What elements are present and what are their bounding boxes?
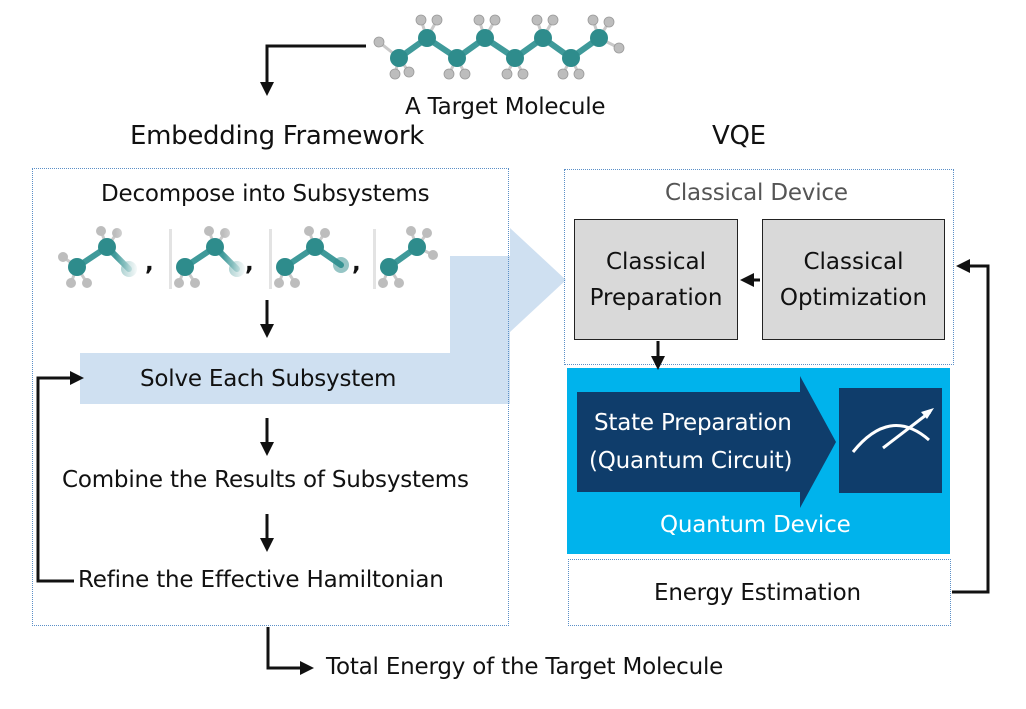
target-molecule-label: A Target Molecule bbox=[405, 94, 606, 120]
combine-label: Combine the Results of Subsystems bbox=[62, 467, 469, 493]
classical-preparation-box: Classical Preparation bbox=[574, 219, 738, 340]
arrow-energy-to-optimization bbox=[952, 264, 990, 594]
meter-box bbox=[839, 388, 942, 493]
target-molecule-image bbox=[373, 14, 625, 80]
classical-preparation-line2: Preparation bbox=[589, 284, 723, 311]
classical-device-label: Classical Device bbox=[665, 180, 848, 206]
fragment-separator-3: , bbox=[352, 250, 361, 276]
state-preparation-line1: State Preparation bbox=[594, 410, 792, 436]
energy-estimation-label: Energy Estimation bbox=[654, 580, 861, 606]
total-energy-label: Total Energy of the Target Molecule bbox=[326, 654, 724, 680]
classical-preparation-line1: Classical bbox=[605, 248, 707, 275]
arrow-refine-loop bbox=[36, 376, 74, 583]
arrow-molecule-to-framework bbox=[265, 44, 366, 84]
solve-label: Solve Each Subsystem bbox=[140, 366, 397, 392]
arrow-to-total-energy bbox=[266, 627, 302, 670]
quantum-device-label: Quantum Device bbox=[660, 512, 851, 538]
embedding-framework-box bbox=[32, 168, 509, 626]
fragment-separator-2: , bbox=[245, 250, 254, 276]
subsystem-fragments-image bbox=[58, 225, 438, 295]
refine-label: Refine the Effective Hamiltonian bbox=[78, 567, 444, 593]
vqe-title: VQE bbox=[712, 121, 766, 151]
classical-optimization-box: Classical Optimization bbox=[762, 219, 945, 340]
meter-icon bbox=[851, 408, 934, 453]
classical-optimization-line2: Optimization bbox=[779, 284, 928, 311]
classical-optimization-line1: Classical bbox=[803, 248, 904, 275]
decompose-label: Decompose into Subsystems bbox=[101, 181, 430, 207]
embedding-framework-title: Embedding Framework bbox=[130, 121, 424, 151]
fragment-separator-1: , bbox=[145, 250, 154, 276]
energy-estimation-box bbox=[568, 559, 951, 626]
state-preparation-line2: (Quantum Circuit) bbox=[589, 448, 793, 474]
classical-device-box bbox=[564, 169, 954, 365]
